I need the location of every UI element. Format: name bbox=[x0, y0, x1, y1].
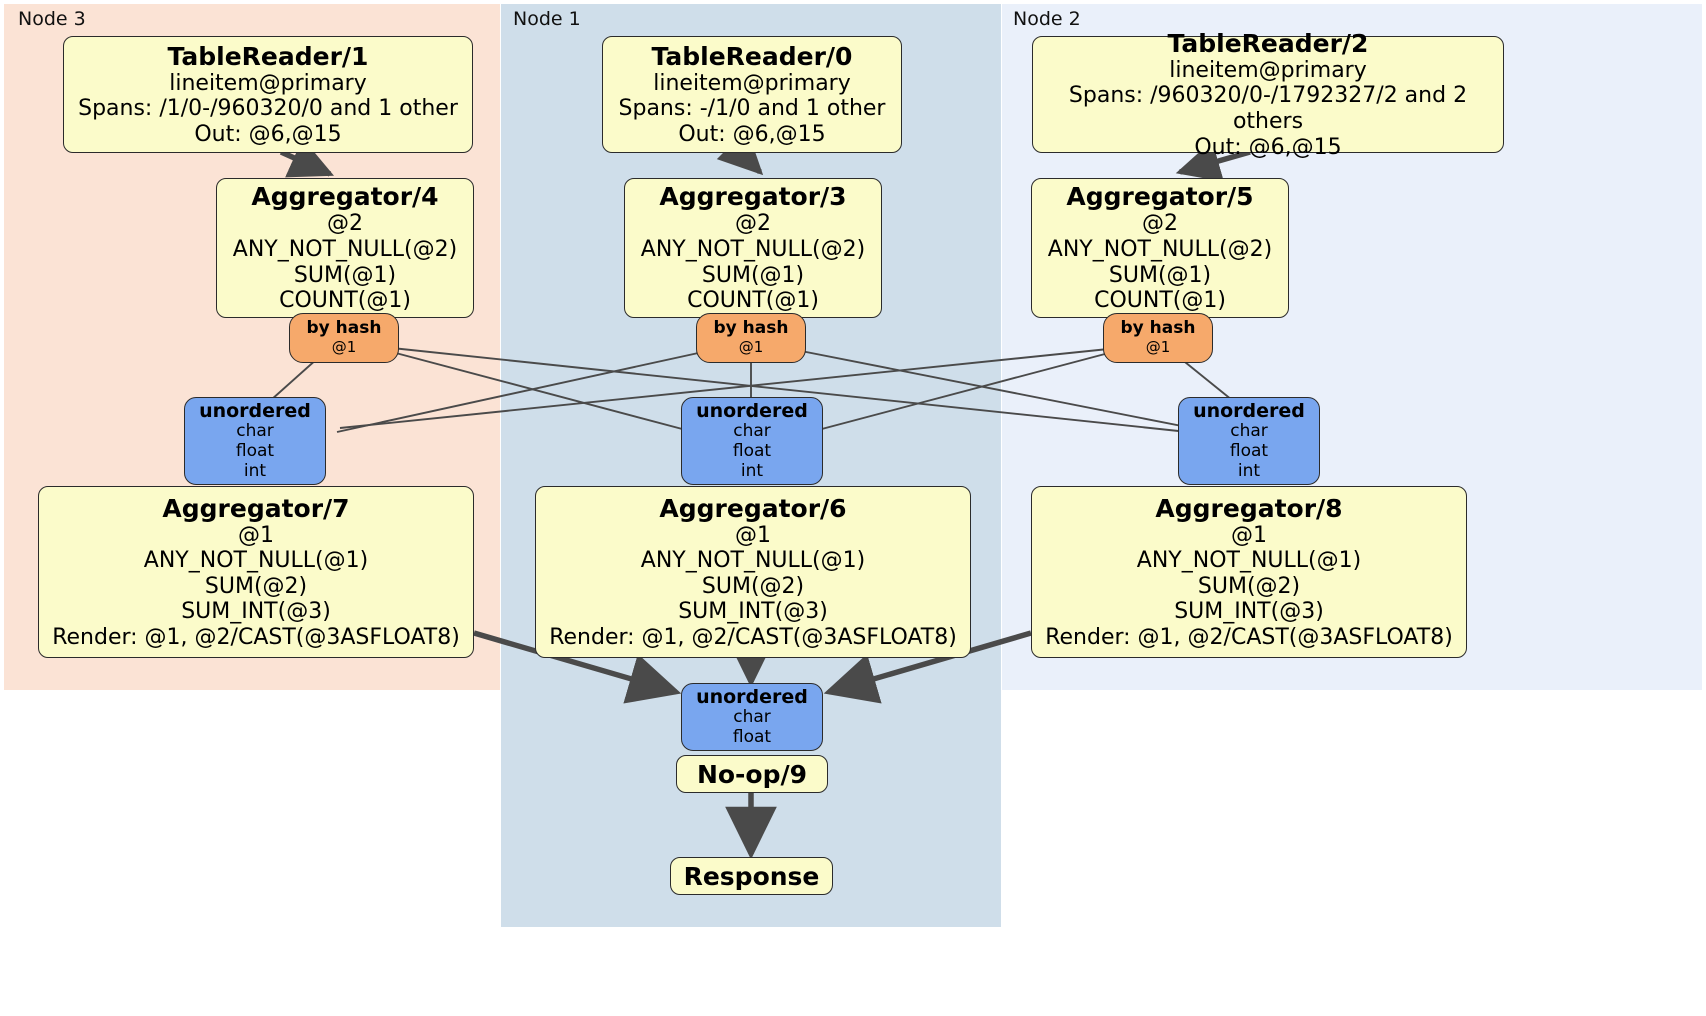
synchronizer-line: char bbox=[733, 707, 771, 728]
node-line: lineitem@primary bbox=[169, 70, 367, 96]
node-no-op-9[interactable]: No-op/9 bbox=[676, 755, 828, 793]
node-line: SUM(@1) bbox=[293, 262, 397, 288]
node-response[interactable]: Response bbox=[670, 857, 833, 895]
node-line: SUM(@1) bbox=[1108, 262, 1212, 288]
node-line: @1 bbox=[735, 522, 771, 548]
node-tablereader-0[interactable]: TableReader/0 lineitem@primary Spans: -/… bbox=[602, 36, 902, 153]
router-by-hash-node-1[interactable]: by hash @1 bbox=[696, 313, 806, 363]
node-tablereader-2[interactable]: TableReader/2 lineitem@primary Spans: /9… bbox=[1032, 29, 1504, 160]
node-line: ANY_NOT_NULL(@2) bbox=[1047, 236, 1273, 262]
node-line: ANY_NOT_NULL(@1) bbox=[1136, 548, 1362, 574]
node-line: Out: @6,@15 bbox=[1194, 134, 1342, 160]
node-line: COUNT(@1) bbox=[279, 288, 411, 314]
node-line: lineitem@primary bbox=[1169, 57, 1367, 83]
node-line: SUM(@2) bbox=[1197, 573, 1301, 599]
node-line: Render: @1, @2/CAST(@3ASFLOAT8) bbox=[549, 624, 957, 650]
synchronizer-line: int bbox=[243, 460, 267, 481]
synchronizer-line: float bbox=[732, 727, 772, 748]
synchronizer-unordered-node-2[interactable]: unordered char float int bbox=[1178, 397, 1320, 485]
node-title: Aggregator/5 bbox=[1066, 182, 1254, 212]
node-line: @1 bbox=[1231, 522, 1267, 548]
node-line: Spans: /1/0-/960320/0 and 1 other bbox=[78, 96, 458, 122]
router-line: @1 bbox=[1145, 338, 1171, 357]
synchronizer-title: unordered bbox=[1193, 400, 1305, 423]
node-aggregator-5[interactable]: Aggregator/5 @2 ANY_NOT_NULL(@2) SUM(@1)… bbox=[1031, 178, 1289, 318]
node-title: Response bbox=[683, 861, 820, 891]
node-line: Spans: /960320/0-/1792327/2 and 2 others bbox=[1068, 83, 1468, 134]
node-title: TableReader/2 bbox=[1167, 28, 1369, 58]
node-line: ANY_NOT_NULL(@2) bbox=[640, 236, 866, 262]
node-line: SUM(@1) bbox=[701, 262, 805, 288]
node-title: Aggregator/4 bbox=[251, 182, 439, 212]
router-title: by hash bbox=[306, 318, 382, 339]
node-line: SUM(@2) bbox=[701, 573, 805, 599]
node-title: TableReader/1 bbox=[167, 41, 369, 71]
node-line: ANY_NOT_NULL(@1) bbox=[640, 548, 866, 574]
synchronizer-title: unordered bbox=[696, 686, 808, 709]
node-line: @1 bbox=[238, 522, 274, 548]
router-by-hash-node-3[interactable]: by hash @1 bbox=[289, 313, 399, 363]
synchronizer-unordered-node-1[interactable]: unordered char float int bbox=[681, 397, 823, 485]
router-line: @1 bbox=[738, 338, 764, 357]
synchronizer-unordered-final[interactable]: unordered char float bbox=[681, 683, 823, 751]
node-line: Out: @6,@15 bbox=[194, 121, 342, 147]
node-aggregator-7[interactable]: Aggregator/7 @1 ANY_NOT_NULL(@1) SUM(@2)… bbox=[38, 486, 474, 658]
node-title: TableReader/0 bbox=[651, 41, 853, 71]
node-aggregator-4[interactable]: Aggregator/4 @2 ANY_NOT_NULL(@2) SUM(@1)… bbox=[216, 178, 474, 318]
node-title: Aggregator/6 bbox=[659, 493, 847, 523]
node-line: SUM_INT(@3) bbox=[1174, 599, 1324, 625]
node-line: Out: @6,@15 bbox=[678, 121, 826, 147]
node-line: ANY_NOT_NULL(@1) bbox=[143, 548, 369, 574]
panel-label-node-3: Node 3 bbox=[18, 8, 86, 30]
node-line: SUM(@2) bbox=[204, 573, 308, 599]
synchronizer-line: char bbox=[733, 421, 771, 442]
synchronizer-line: char bbox=[236, 421, 274, 442]
synchronizer-line: char bbox=[1230, 421, 1268, 442]
synchronizer-line: int bbox=[1237, 460, 1261, 481]
node-title: Aggregator/7 bbox=[162, 493, 350, 523]
node-line: Render: @1, @2/CAST(@3ASFLOAT8) bbox=[52, 624, 460, 650]
node-aggregator-6[interactable]: Aggregator/6 @1 ANY_NOT_NULL(@1) SUM(@2)… bbox=[535, 486, 971, 658]
node-line: COUNT(@1) bbox=[687, 288, 819, 314]
panel-label-node-1: Node 1 bbox=[513, 8, 581, 30]
node-line: @2 bbox=[1142, 211, 1178, 237]
node-title: Aggregator/8 bbox=[1155, 493, 1343, 523]
node-title: No-op/9 bbox=[696, 759, 808, 789]
node-tablereader-1[interactable]: TableReader/1 lineitem@primary Spans: /1… bbox=[63, 36, 473, 153]
router-by-hash-node-2[interactable]: by hash @1 bbox=[1103, 313, 1213, 363]
synchronizer-line: float bbox=[1229, 441, 1269, 462]
node-line: ANY_NOT_NULL(@2) bbox=[232, 236, 458, 262]
node-line: Spans: -/1/0 and 1 other bbox=[618, 96, 886, 122]
synchronizer-line: float bbox=[732, 441, 772, 462]
node-aggregator-8[interactable]: Aggregator/8 @1 ANY_NOT_NULL(@1) SUM(@2)… bbox=[1031, 486, 1467, 658]
node-line: COUNT(@1) bbox=[1094, 288, 1226, 314]
synchronizer-line: float bbox=[235, 441, 275, 462]
node-line: Render: @1, @2/CAST(@3ASFLOAT8) bbox=[1045, 624, 1453, 650]
node-line: @2 bbox=[735, 211, 771, 237]
node-line: @2 bbox=[327, 211, 363, 237]
node-line: lineitem@primary bbox=[653, 70, 851, 96]
node-title: Aggregator/3 bbox=[659, 182, 847, 212]
synchronizer-title: unordered bbox=[696, 400, 808, 423]
node-aggregator-3[interactable]: Aggregator/3 @2 ANY_NOT_NULL(@2) SUM(@1)… bbox=[624, 178, 882, 318]
synchronizer-unordered-node-3[interactable]: unordered char float int bbox=[184, 397, 326, 485]
panel-label-node-2: Node 2 bbox=[1013, 8, 1081, 30]
node-line: SUM_INT(@3) bbox=[181, 599, 331, 625]
router-title: by hash bbox=[713, 318, 789, 339]
router-title: by hash bbox=[1120, 318, 1196, 339]
synchronizer-title: unordered bbox=[199, 400, 311, 423]
synchronizer-line: int bbox=[740, 460, 764, 481]
node-line: SUM_INT(@3) bbox=[678, 599, 828, 625]
router-line: @1 bbox=[331, 338, 357, 357]
